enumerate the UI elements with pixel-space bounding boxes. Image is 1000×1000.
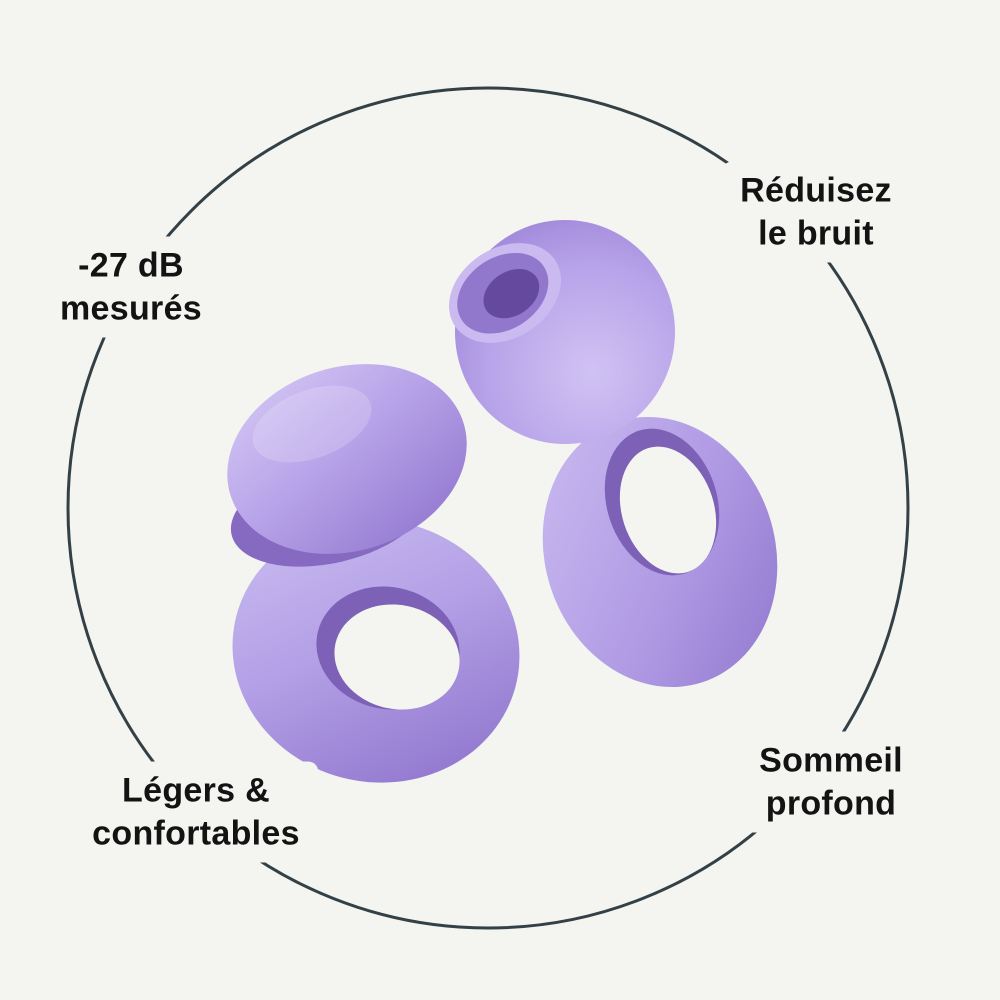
callout-comfort: Légers & confortables: [74, 761, 318, 863]
callout-noise-reduction: Réduisez le bruit: [722, 161, 910, 263]
left-earplug-ring-hole: [334, 604, 460, 710]
right-earplug-ring-hole: [619, 446, 717, 574]
right-earplug: [449, 220, 778, 688]
callout-deep-sleep: Sommeil profond: [741, 731, 921, 833]
left-earplug-cap: [227, 364, 467, 554]
right-earplug-tip-hole: [483, 268, 540, 319]
callout-db-measured: -27 dB mesurés: [42, 236, 220, 338]
left-earplug: [227, 364, 520, 783]
left-earplug-cap-highlight: [252, 385, 372, 463]
callout-circle-stroke: [66, 86, 910, 930]
